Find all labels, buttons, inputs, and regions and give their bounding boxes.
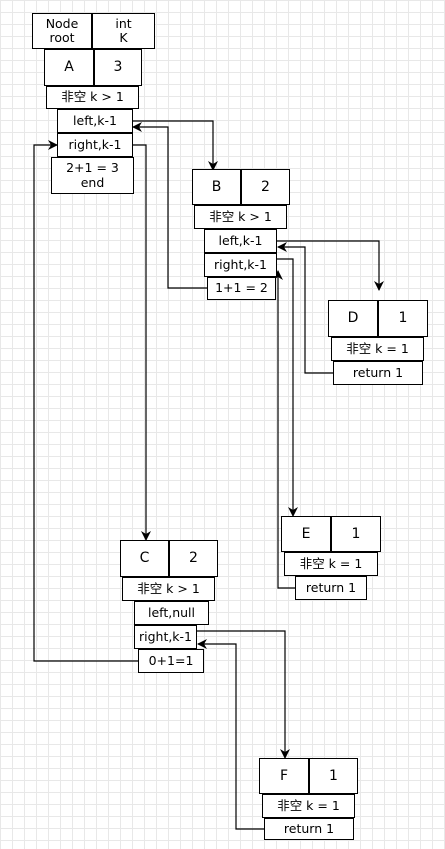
arrow-a-right-to-c (133, 144, 151, 541)
node-c-right-call: right,k-1 (134, 625, 197, 649)
arrow-c-return-to-a-right (33, 140, 138, 662)
node-d-result: return 1 (333, 361, 423, 385)
node-b-name: B (192, 169, 241, 205)
node-e-value: 1 (331, 516, 381, 552)
node-e-condition: 非空 k = 1 (284, 552, 378, 576)
node-e-result: return 1 (295, 576, 367, 600)
node-c-condition: 非空 k > 1 (122, 577, 215, 601)
node-a-value: 3 (94, 49, 142, 86)
node-f-condition: 非空 k = 1 (262, 794, 355, 818)
arrow-b-right-to-e (277, 258, 298, 517)
node-a-left-call: left,k-1 (57, 109, 133, 133)
node-b-value: 2 (241, 169, 290, 205)
node-f-name: F (259, 758, 309, 794)
node-f-result: return 1 (264, 818, 354, 840)
node-e-name: E (281, 516, 331, 552)
node-d-value: 1 (378, 300, 428, 337)
node-c-name: C (120, 540, 169, 577)
header-int-k-label: int K (92, 13, 155, 49)
node-c-left-call: left,null (134, 601, 209, 625)
arrow-a-left-to-b (133, 120, 218, 171)
node-a-result: 2+1 = 3 end (51, 157, 134, 194)
arrow-f-return-to-c-right (197, 639, 264, 830)
node-c-result: 0+1=1 (138, 649, 204, 673)
node-a-right-call: right,k-1 (57, 133, 133, 157)
arrow-b-return-to-a-left (132, 122, 207, 289)
node-f-value: 1 (309, 758, 358, 794)
node-b-right-call: right,k-1 (204, 253, 277, 277)
header-node-root-label: Node root (32, 13, 92, 49)
node-a-condition: 非空 k > 1 (46, 86, 139, 109)
node-b-left-call: left,k-1 (204, 229, 277, 253)
node-d-condition: 非空 k = 1 (331, 337, 424, 361)
arrow-d-return-to-b-left (277, 242, 333, 374)
node-b-result: 1+1 = 2 (207, 277, 276, 300)
node-a-name: A (44, 49, 94, 86)
node-c-value: 2 (169, 540, 218, 577)
arrow-e-return-to-b-right (273, 270, 295, 589)
node-b-condition: 非空 k > 1 (194, 205, 287, 229)
node-d-name: D (328, 300, 378, 337)
arrow-c-right-to-f (197, 630, 290, 759)
arrow-b-left-to-d (277, 240, 384, 291)
